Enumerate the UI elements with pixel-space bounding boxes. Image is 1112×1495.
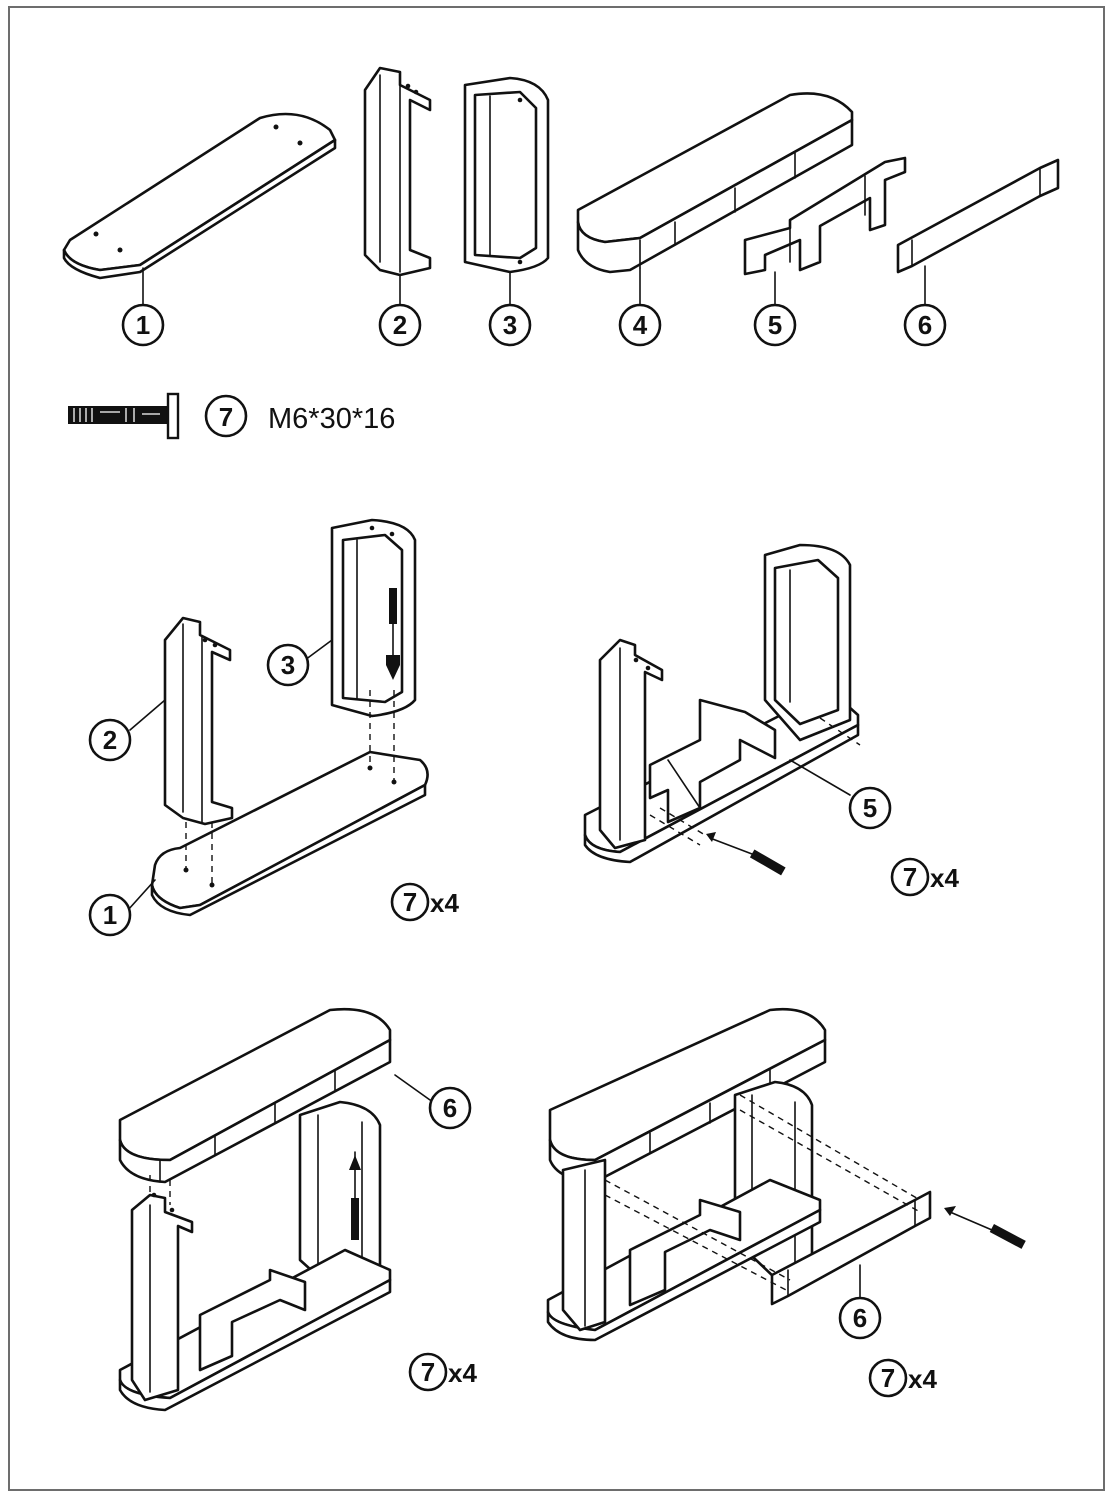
step-4 (546, 1007, 1026, 1342)
step-1 (127, 518, 429, 917)
step-3-callout-6: 6 (428, 1086, 472, 1130)
part-label-1: 1 (121, 303, 165, 347)
hardware-label: 7 M6*30*16 (204, 394, 395, 438)
part-label-3: 3 (488, 303, 532, 347)
part-4-top (576, 92, 854, 306)
svg-text:7: 7 (403, 887, 417, 917)
step-1-callout-2: 2 (88, 718, 132, 762)
svg-text:3: 3 (503, 310, 517, 340)
step-4-callout-6: 6 (838, 1296, 882, 1340)
svg-text:1: 1 (103, 900, 117, 930)
svg-text:1: 1 (136, 310, 150, 340)
svg-text:5: 5 (863, 793, 877, 823)
step-1-quantity: 7 x4 (390, 882, 459, 922)
part-1-panel (62, 112, 337, 306)
step-1-callout-1: 1 (88, 893, 132, 937)
step-2 (583, 543, 861, 876)
part-6-rail (896, 158, 1060, 306)
svg-text:x4: x4 (930, 863, 959, 893)
svg-text:6: 6 (918, 310, 932, 340)
svg-text:6: 6 (443, 1093, 457, 1123)
svg-text:M6*30*16: M6*30*16 (268, 403, 395, 435)
svg-text:7: 7 (881, 1363, 895, 1393)
part-label-6: 6 (903, 303, 947, 347)
step-3 (118, 1007, 431, 1412)
svg-text:5: 5 (768, 310, 782, 340)
svg-text:4: 4 (633, 310, 648, 340)
part-5-frame (743, 156, 907, 306)
part-label-2: 2 (378, 303, 422, 347)
part-label-4: 4 (618, 303, 662, 347)
svg-text:x4: x4 (448, 1358, 477, 1388)
step-3-quantity: 7 x4 (408, 1352, 477, 1392)
step-4-quantity: 7 x4 (868, 1358, 937, 1398)
step-2-callout-5: 5 (848, 786, 892, 830)
screw-icon (68, 392, 180, 440)
svg-text:3: 3 (281, 650, 295, 680)
part-2-leg (363, 66, 432, 306)
part-3-leg (463, 76, 550, 306)
svg-text:x4: x4 (430, 888, 459, 918)
part-label-5: 5 (753, 303, 797, 347)
step-1-callout-3: 3 (266, 643, 310, 687)
svg-text:7: 7 (903, 862, 917, 892)
svg-text:7: 7 (421, 1357, 435, 1387)
svg-text:6: 6 (853, 1303, 867, 1333)
svg-text:x4: x4 (908, 1364, 937, 1394)
step-2-quantity: 7 x4 (890, 857, 959, 897)
svg-text:7: 7 (219, 402, 233, 432)
svg-text:2: 2 (103, 725, 117, 755)
svg-text:2: 2 (393, 310, 407, 340)
